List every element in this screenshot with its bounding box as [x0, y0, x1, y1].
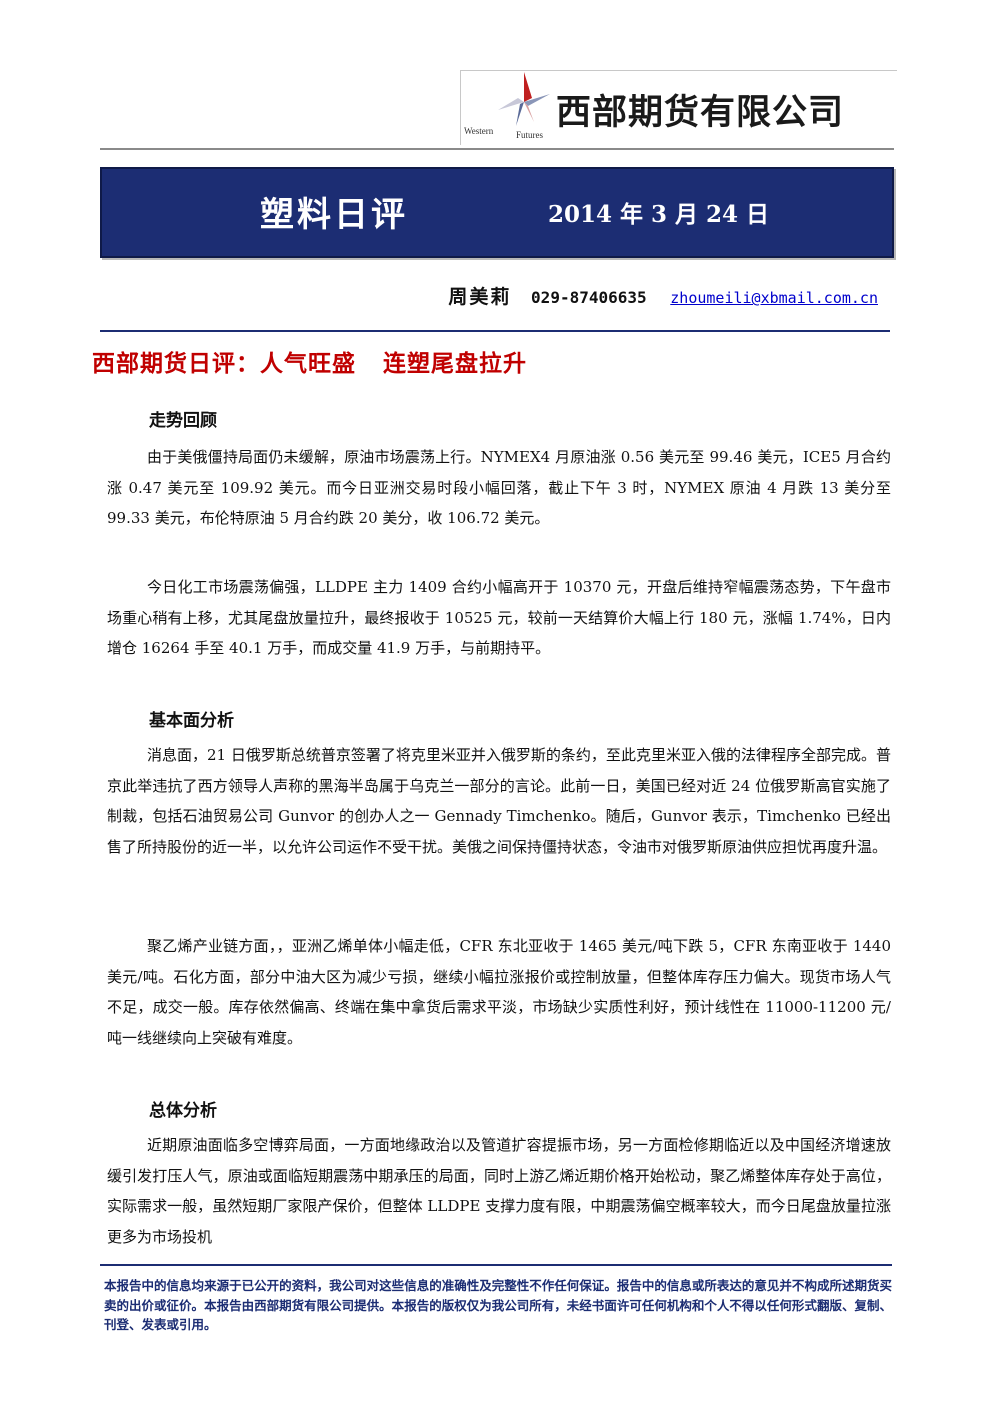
paragraph-overall-1: 近期原油面临多空博弈局面，一方面地缘政治以及管道扩容提振市场，另一方面检修期临近… [107, 1136, 891, 1246]
footer-divider [100, 1264, 892, 1266]
section-title-trend-review: 走势回顾 [149, 411, 217, 431]
analyst-contact: 周美莉 029-87406635 zhoumeili@xbmail.com.cn [448, 282, 878, 309]
headline: 西部期货日评：人气旺盛 连塑尾盘拉升 [92, 351, 528, 377]
analyst-email-link[interactable]: zhoumeili@xbmail.com.cn [670, 289, 878, 307]
report-date: 2014 年 3 月 24 日 [548, 201, 770, 228]
contact-divider [100, 330, 890, 332]
paragraph-fundamentals-1: 消息面，21 日俄罗斯总统普京签署了将克里米亚并入俄罗斯的条约，至此克里米亚入俄… [107, 746, 891, 856]
company-logo-icon [498, 72, 550, 126]
title-banner: 塑料日评 2014 年 3 月 24 日 [100, 167, 894, 258]
paragraph-trend-1: 由于美俄僵持局面仍未缓解，原油市场震荡上行。NYMEX4 月原油涨 0.56 美… [107, 448, 891, 528]
section-title-fundamentals: 基本面分析 [149, 711, 234, 731]
report-title: 塑料日评 [260, 195, 408, 235]
logo-text-western: Western [464, 126, 494, 136]
disclaimer: 本报告中的信息均来源于已公开的资料，我公司对这些信息的准确性及完整性不作任何保证… [104, 1278, 892, 1332]
analyst-phone: 029-87406635 [531, 288, 647, 307]
header-frame [460, 70, 897, 145]
logo-text-futures: Futures [516, 130, 543, 140]
paragraph-trend-2: 今日化工市场震荡偏强，LLDPE 主力 1409 合约小幅高开于 10370 元… [107, 578, 891, 658]
section-title-overall: 总体分析 [149, 1101, 217, 1121]
header-divider [100, 148, 894, 150]
paragraph-fundamentals-2: 聚乙烯产业链方面，，亚洲乙烯单体小幅走低，CFR 东北亚收于 1465 美元/吨… [107, 937, 891, 1047]
analyst-name: 周美莉 [448, 286, 512, 308]
company-name: 西部期货有限公司 [556, 93, 845, 133]
